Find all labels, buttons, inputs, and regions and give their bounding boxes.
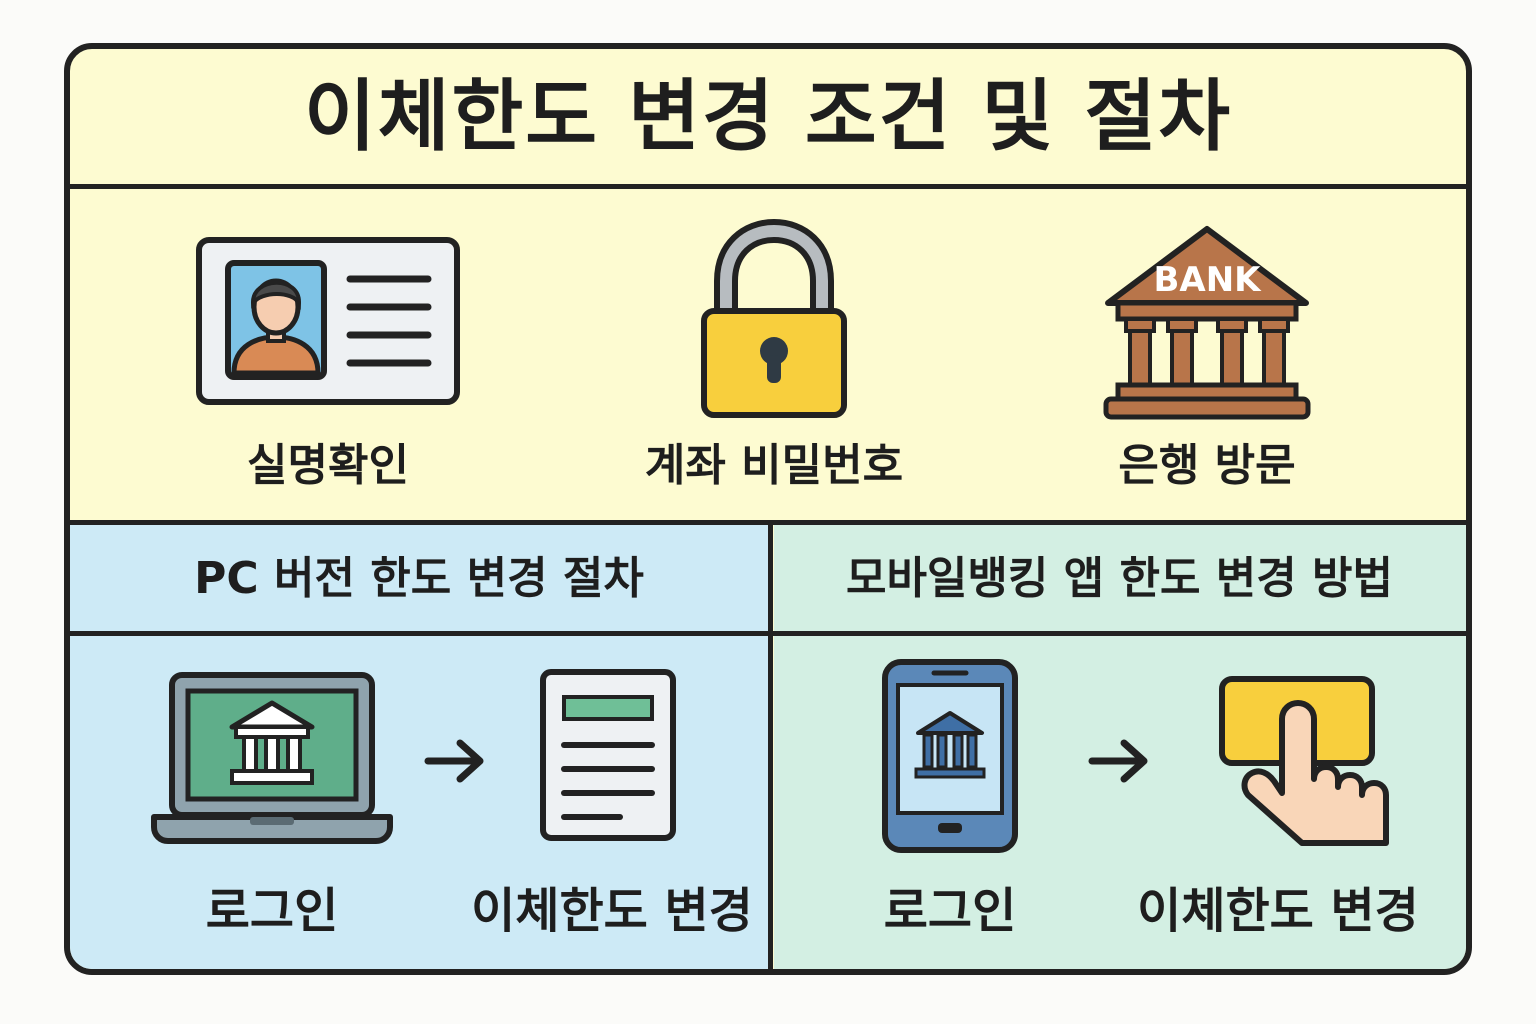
divider-vertical (768, 520, 773, 969)
document-form-icon (540, 669, 676, 841)
id-card-icon (196, 237, 460, 405)
pc-section-heading: PC 버전 한도 변경 절차 (194, 553, 644, 604)
infographic-frame: 이체한도 변경 조건 및 절차 실명확인 계좌 비밀번호 BANK (64, 43, 1472, 975)
requirement-label-account-password: 계좌 비밀번호 (644, 440, 904, 491)
laptop-bank-icon (151, 672, 393, 844)
divider-title (70, 184, 1466, 189)
pc-step-label-login: 로그인 (205, 883, 339, 939)
arrow-right-icon (1088, 739, 1148, 783)
mobile-step-label-change-limit: 이체한도 변경 (1137, 883, 1419, 939)
page-title: 이체한도 변경 조건 및 절차 (304, 72, 1232, 162)
bank-sign-text: BANK (1153, 260, 1262, 300)
mobile-section-heading: 모바일뱅킹 앱 한도 변경 방법 (845, 553, 1394, 604)
lock-icon (701, 218, 847, 418)
requirement-label-real-name: 실명확인 (247, 440, 409, 491)
requirement-label-bank-visit: 은행 방문 (1118, 440, 1296, 491)
mobile-step-label-login: 로그인 (883, 883, 1017, 939)
pc-step-label-change-limit: 이체한도 변경 (471, 883, 753, 939)
bank-building-icon: BANK (1103, 226, 1311, 420)
arrow-right-icon (424, 739, 484, 783)
tap-button-icon (1219, 676, 1389, 846)
smartphone-bank-icon (882, 659, 1018, 853)
